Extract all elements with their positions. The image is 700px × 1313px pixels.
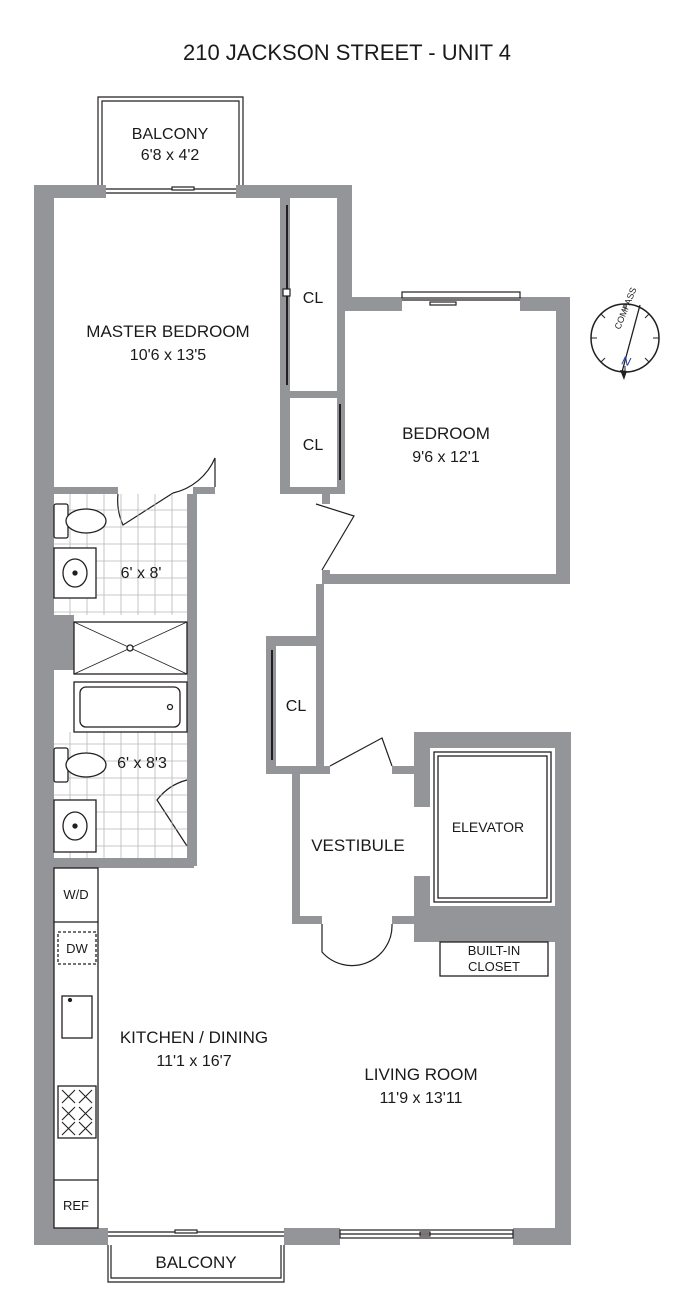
refrigerator-label: REF [63, 1198, 89, 1213]
bedroom-size: 9'6 x 12'1 [412, 449, 480, 466]
bath-fixtures [53, 503, 188, 853]
kitchen-name: KITCHEN / DINING [120, 1028, 268, 1047]
bath-1-size: 6' x 8' [121, 565, 162, 582]
bath-2-size: 6' x 8'3 [117, 755, 167, 772]
doors-windows [106, 186, 521, 1239]
top-exterior-wall [34, 185, 106, 198]
bedroom-name: BEDROOM [402, 424, 490, 443]
bath-tiles [54, 494, 187, 858]
walls [34, 185, 571, 1245]
kitchen-sink [61, 995, 93, 1039]
kitchen-size: 11'1 x 16'7 [156, 1053, 231, 1070]
elevator-label: ELEVATOR [452, 819, 524, 835]
closet-hall-label: CL [286, 698, 307, 715]
master-bedroom-name: MASTER BEDROOM [86, 322, 249, 341]
closet-master-label: CL [303, 290, 324, 307]
dishwasher-label: DW [66, 941, 88, 956]
living-room-name: LIVING ROOM [364, 1065, 477, 1084]
washer-dryer-label: W/D [63, 887, 88, 902]
kitchen-counter [53, 867, 99, 1229]
elevator-car [433, 751, 552, 977]
plan-title: 210 JACKSON STREET - UNIT 4 [183, 40, 511, 65]
left-exterior-wall [34, 185, 54, 1245]
compass-north: N [620, 353, 632, 369]
built-in-closet-line2: CLOSET [468, 959, 520, 974]
dishwasher-box [57, 931, 97, 965]
master-bedroom-size: 10'6 x 13'5 [130, 347, 206, 364]
compass: COMPASS N [590, 286, 660, 380]
living-room-size: 11'9 x 13'11 [380, 1090, 463, 1107]
room-labels: BALCONY 6'8 x 4'2 MASTER BEDROOM 10'6 x … [63, 126, 524, 1272]
balcony-top-size: 6'8 x 4'2 [141, 147, 200, 164]
vestibule-label: VESTIBULE [311, 836, 405, 855]
balcony-top-name: BALCONY [132, 126, 209, 143]
balcony-bottom-name: BALCONY [155, 1253, 236, 1272]
bedroom-right-wall [556, 297, 570, 584]
built-in-closet-line1: BUILT-IN [468, 943, 521, 958]
balcony-top-railing [97, 96, 244, 185]
balconies [97, 96, 285, 1283]
cooktop [57, 1085, 97, 1139]
closet-mid-label: CL [303, 437, 324, 454]
balcony-bottom-railing [107, 1245, 285, 1283]
built-in-closet-box [439, 941, 549, 977]
elevator-shaft-walls [414, 732, 571, 748]
